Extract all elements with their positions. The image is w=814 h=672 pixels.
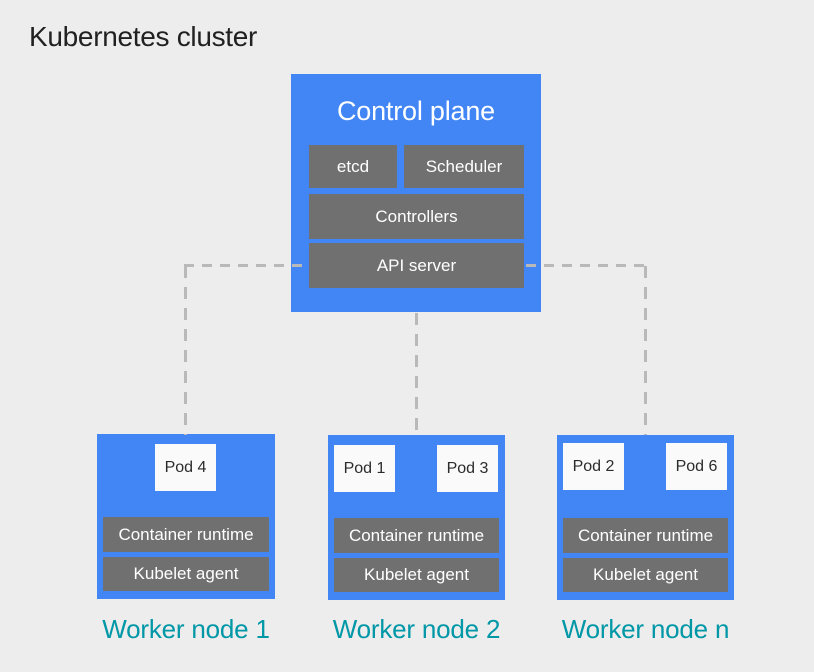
pod-box: Pod 6	[666, 443, 727, 490]
container-runtime-box: Container runtime	[103, 517, 269, 552]
scheduler-box: Scheduler	[404, 145, 524, 188]
container-runtime-box: Container runtime	[334, 518, 499, 553]
api-server-box: API server	[309, 243, 524, 288]
kubelet-agent-box: Kubelet agent	[563, 558, 728, 592]
worker-node-1-box: Pod 4 Container runtime Kubelet agent	[97, 434, 275, 599]
pod-box: Pod 1	[334, 445, 395, 492]
connector-line-vertical-right	[644, 266, 647, 435]
container-runtime-box: Container runtime	[563, 518, 728, 553]
connector-line-vertical-left	[184, 266, 187, 435]
worker-node-n-label: Worker node n	[561, 614, 730, 644]
kubelet-agent-box: Kubelet agent	[103, 557, 269, 591]
controllers-box: Controllers	[309, 194, 524, 239]
worker-node-1-label: Worker node 1	[102, 614, 270, 644]
worker-node-n-box: Pod 2 Pod 6 Container runtime Kubelet ag…	[557, 435, 734, 600]
etcd-box: etcd	[309, 145, 397, 188]
control-plane-box: Control plane etcd Scheduler Controllers…	[291, 74, 541, 312]
pod-box: Pod 4	[155, 444, 216, 491]
pod-box: Pod 3	[437, 445, 498, 492]
worker-node-2-label: Worker node 2	[332, 614, 501, 644]
kubelet-agent-box: Kubelet agent	[334, 558, 499, 592]
worker-node-2-box: Pod 1 Pod 3 Container runtime Kubelet ag…	[328, 435, 505, 600]
control-plane-title: Control plane	[336, 96, 495, 126]
pod-box: Pod 2	[563, 443, 624, 490]
diagram-title: Kubernetes cluster	[29, 21, 258, 52]
connector-line-vertical-middle	[415, 313, 418, 435]
